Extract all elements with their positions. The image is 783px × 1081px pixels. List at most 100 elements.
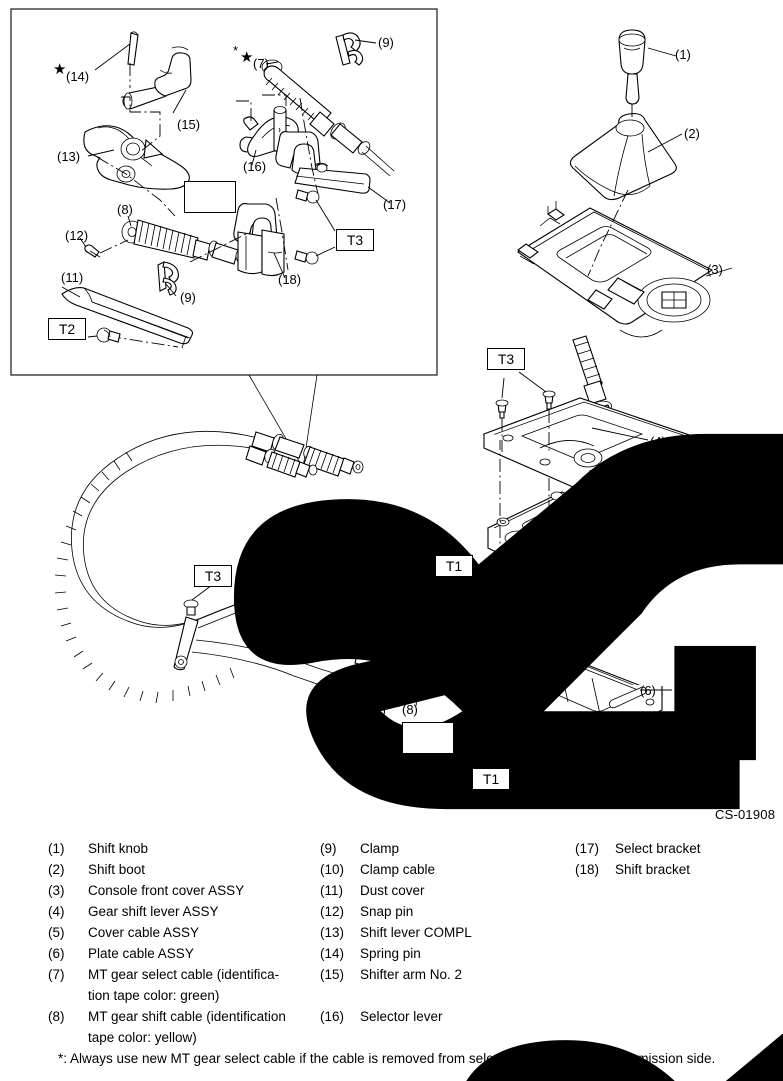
legend-number: (2) — [48, 862, 65, 877]
part-clamp-cable-10 — [173, 616, 199, 671]
part-dust-cover-11 — [61, 287, 194, 349]
legend-number: (15) — [320, 967, 345, 982]
drawing-reference-code: CS-01908 — [715, 807, 776, 822]
star-marker-7-main: ★ — [478, 666, 492, 684]
part-shift-lever-compl-13 — [83, 125, 190, 190]
legend-item: (18) Shift bracket — [575, 859, 775, 880]
torque-mark-t2-inset: T2 — [48, 318, 86, 340]
fastener-t3-plate-bolt-right — [542, 390, 556, 410]
legend-label: Shift boot — [88, 862, 146, 877]
part-snap-pin-12 — [84, 244, 101, 258]
callout-13: (13) — [57, 149, 81, 164]
legend-label: Spring pin — [360, 946, 421, 961]
legend-column-1: (1) Shift knob (2) Shift boot (3) Consol… — [48, 838, 308, 1048]
part-spring-pin-14 — [127, 31, 139, 66]
legend-item: (2) Shift boot — [48, 859, 308, 880]
legend-number: (4) — [48, 904, 65, 919]
legend-number: (16) — [320, 1009, 345, 1024]
legend-label: Console front cover ASSY — [88, 883, 245, 898]
legend-number: (5) — [48, 925, 65, 940]
part-shift-boot-2 — [569, 113, 677, 201]
legend-number: (9) — [320, 841, 337, 856]
legend-number: (14) — [320, 946, 345, 961]
exploded-view-diagram: .ln { fill:none; stroke:#000; stroke-wid… — [10, 8, 783, 1081]
legend-number: (8) — [48, 1009, 65, 1024]
legend-item: (12) Snap pin — [320, 901, 560, 922]
clamp-tool-icon-main — [402, 722, 783, 1081]
legend-number: (3) — [48, 883, 65, 898]
callout-11: (11) — [61, 270, 84, 285]
callout-16: (16) — [243, 159, 267, 174]
part-clamp-9-inset-upper — [335, 32, 364, 66]
figure-footnote: *: Always use new MT gear select cable i… — [58, 1051, 716, 1066]
inset-detail-content — [61, 31, 395, 349]
legend-label: Clamp cable — [360, 862, 436, 877]
callout-14: (14) — [66, 69, 90, 84]
legend-label: Shifter arm No. 2 — [360, 967, 463, 982]
legend-label: Dust cover — [360, 883, 425, 898]
legend-label: Select bracket — [615, 841, 701, 856]
star-marker-7-inset: ★ — [240, 48, 254, 66]
legend-item: (14) Spring pin — [320, 943, 560, 964]
part-shift-cable-8-inset — [121, 219, 283, 273]
legend-label: Shift bracket — [615, 862, 691, 877]
legend-item: (10) Clamp cable — [320, 859, 560, 880]
part-console-front-cover-3 — [516, 201, 714, 338]
callout-15: (15) — [177, 117, 201, 132]
torque-mark-t3-inset: T3 — [336, 229, 374, 251]
callout-3: (3) — [707, 262, 723, 277]
torque-mark-t1-lower: T1 — [472, 768, 510, 790]
callout-17: (17) — [383, 197, 407, 212]
part-shift-bracket-18 — [233, 203, 285, 277]
torque-mark-t1-upper: T1 — [435, 555, 473, 577]
torque-mark-t3-cable: T3 — [194, 565, 232, 587]
legend-label: Gear shift lever ASSY — [88, 904, 219, 919]
part-shift-knob-1 — [618, 29, 646, 105]
callout-9-inset-lower: (9) — [180, 290, 196, 305]
legend-label: Shift lever COMPL — [360, 925, 472, 940]
legend-column-2: (9) Clamp (10) Clamp cable (11) Dust cov… — [320, 838, 560, 1027]
legend-label: Plate cable ASSY — [88, 946, 194, 961]
legend-item: (7) MT gear select cable (identifica- ti… — [48, 964, 308, 1006]
legend-item: (15) Shifter arm No. 2 — [320, 964, 560, 985]
legend-label: Cover cable ASSY — [88, 925, 200, 940]
fastener-t3-bolt-lower-inset — [294, 250, 319, 265]
legend-label: MT gear select cable (identifica- tion t… — [88, 967, 280, 1003]
legend-number: (6) — [48, 946, 65, 961]
legend-label: MT gear shift cable (identification tape… — [88, 1009, 286, 1045]
legend-number: (7) — [48, 967, 65, 982]
legend-item: (8) MT gear shift cable (identification … — [48, 1006, 308, 1048]
legend-number: (12) — [320, 904, 345, 919]
legend-label: Shift knob — [88, 841, 149, 856]
callout-9-inset-upper: (9) — [378, 35, 394, 50]
legend-label: Snap pin — [360, 904, 414, 919]
legend-item: (4) Gear shift lever ASSY — [48, 901, 308, 922]
legend-label: Clamp — [360, 841, 400, 856]
asterisk-marker-7-main: * — [489, 662, 495, 677]
legend-item: (9) Clamp — [320, 838, 560, 859]
parts-legend: (1) Shift knob (2) Shift boot (3) Consol… — [0, 838, 783, 1045]
legend-item: (1) Shift knob — [48, 838, 308, 859]
fastener-t3-clamp-cable — [183, 599, 199, 616]
legend-item: (5) Cover cable ASSY — [48, 922, 308, 943]
legend-number: (11) — [320, 883, 344, 898]
callout-6: (6) — [640, 683, 656, 698]
callout-8-main: (8) — [402, 702, 418, 717]
legend-item: (11) Dust cover — [320, 880, 560, 901]
legend-item: (6) Plate cable ASSY — [48, 943, 308, 964]
callout-2: (2) — [684, 126, 700, 141]
legend-column-3: (17) Select bracket (18) Shift bracket — [575, 838, 775, 880]
part-clamp-9-inset-lower — [157, 261, 179, 296]
callout-8-inset: (8) — [117, 202, 133, 217]
callout-4: (4) — [650, 434, 666, 449]
callout-12: (12) — [65, 228, 89, 243]
callout-7-inset: (7) — [253, 56, 269, 71]
legend-number: (13) — [320, 925, 345, 940]
legend-number: (1) — [48, 841, 65, 856]
callout-9-main: (9) — [370, 703, 386, 718]
fastener-t3-plate-bolt-left — [495, 399, 509, 419]
fastener-t2-bolt — [96, 327, 121, 343]
legend-item: (13) Shift lever COMPL — [320, 922, 560, 943]
legend-number: (17) — [575, 841, 600, 856]
callout-10: (10) — [245, 599, 269, 614]
